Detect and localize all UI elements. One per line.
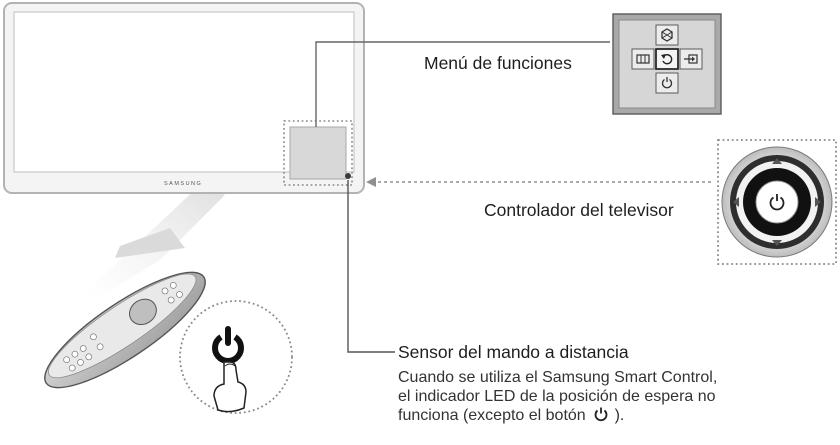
remote-beam bbox=[88, 185, 225, 300]
menu-button-center[interactable] bbox=[655, 48, 679, 70]
tv-controller-arrowhead bbox=[366, 177, 376, 187]
remote-power-closeup bbox=[179, 300, 293, 414]
remote-sensor-label: Sensor del mando a distancia bbox=[398, 342, 629, 362]
smart-control-remote bbox=[44, 271, 206, 389]
smart-hub-icon bbox=[661, 28, 673, 42]
power-icon bbox=[661, 77, 673, 89]
remote-sensor-description: Cuando se utiliza el Samsung Smart Contr… bbox=[398, 368, 717, 425]
tv-brand-logo: SAMSUNG bbox=[164, 181, 203, 187]
menu-button-bottom[interactable] bbox=[655, 72, 679, 94]
television bbox=[3, 2, 365, 194]
pointing-finger bbox=[213, 361, 247, 413]
power-icon bbox=[594, 407, 608, 422]
remote-sensor-dot bbox=[345, 173, 351, 179]
function-menu-panel bbox=[612, 13, 722, 115]
menu-icon bbox=[636, 54, 650, 64]
power-icon[interactable] bbox=[212, 326, 244, 364]
description-line-2: el indicador LED de la posición de esper… bbox=[398, 388, 716, 405]
tv-controller-label: Controlador del televisor bbox=[484, 200, 674, 220]
description-line-1: Cuando se utiliza el Samsung Smart Contr… bbox=[398, 369, 718, 386]
power-icon[interactable] bbox=[769, 194, 785, 211]
control-block bbox=[289, 126, 347, 180]
description-line-3: funciona (excepto el botón ). bbox=[398, 407, 625, 424]
function-menu-connector bbox=[315, 41, 610, 127]
return-icon bbox=[661, 54, 673, 65]
menu-button-left[interactable] bbox=[631, 48, 655, 70]
source-icon bbox=[684, 54, 698, 64]
function-menu-label: Menú de funciones bbox=[424, 53, 572, 73]
remote-sensor-connector bbox=[347, 180, 395, 353]
tv-controller-panel bbox=[717, 139, 837, 265]
